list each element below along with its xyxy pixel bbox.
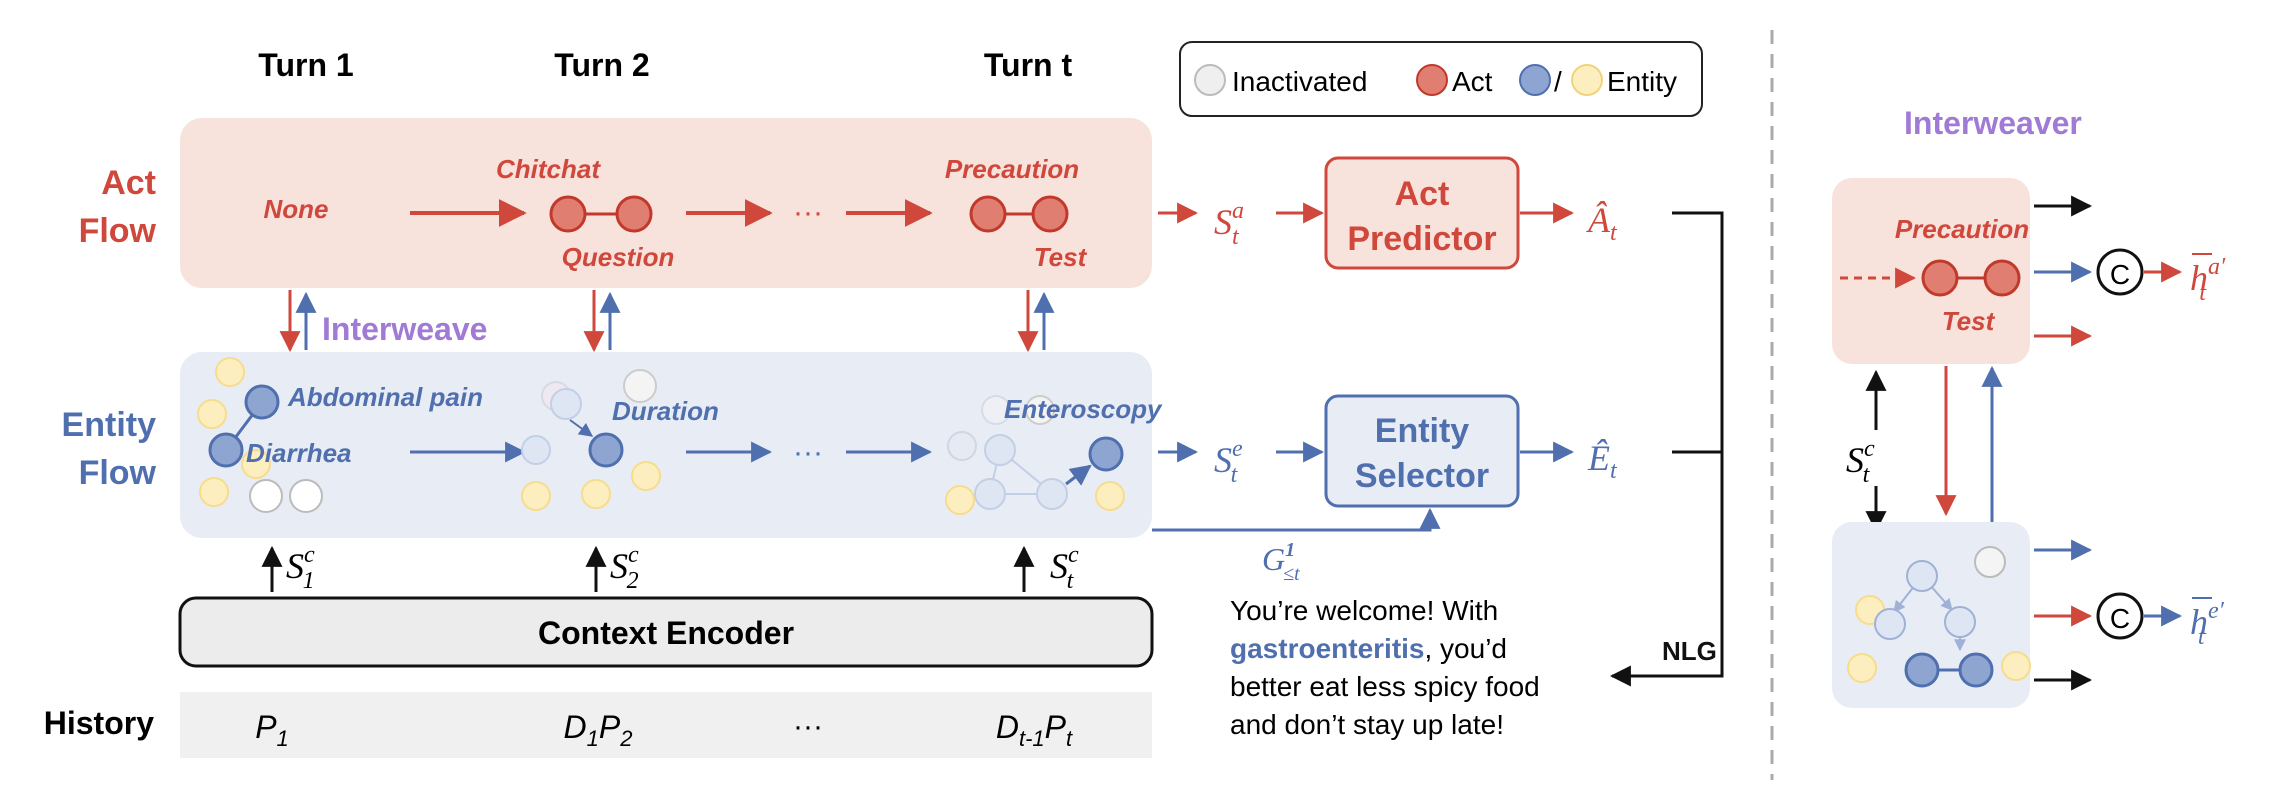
act-question: Question — [562, 242, 675, 272]
entity-selector-label-1: Entity — [1375, 412, 1470, 450]
act-test: Test — [1034, 242, 1088, 272]
legend: Inactivated Act / Entity — [1179, 41, 1703, 117]
entity-ellipsis: ··· — [793, 436, 823, 469]
iw-node-test — [1983, 259, 2021, 297]
concat-icon-entity — [2096, 592, 2144, 640]
state-g: G1≤t — [1262, 539, 1300, 585]
entity-node-enteroscopy — [1088, 436, 1124, 472]
entity-node-duration — [588, 432, 624, 468]
history-row — [180, 692, 1152, 758]
legend-slash: / — [1554, 66, 1562, 97]
entity-diarrhea: Diarrhea — [246, 438, 352, 468]
act-node-icon — [1416, 64, 1448, 96]
interweaver-title: Interweaver — [1904, 105, 2082, 141]
act-flow-panel — [180, 118, 1152, 288]
act-node-test — [1031, 195, 1069, 233]
history-dt-pt: Dt-1Pt — [996, 709, 1073, 751]
turn-2-header: Turn 2 — [554, 47, 649, 83]
response-highlight: gastroenteritis — [1230, 633, 1425, 664]
response-text: You’re welcome! With gastroenteritis, yo… — [1230, 595, 1540, 740]
act-node-question — [615, 195, 653, 233]
entity-enteroscopy: Enteroscopy — [1004, 394, 1163, 424]
entity-flow-label-2: Flow — [79, 454, 157, 492]
entity-duration: Duration — [612, 396, 719, 426]
act-predictor-box — [1324, 156, 1520, 270]
act-chitchat: Chitchat — [496, 154, 601, 184]
history-d1p2: D1P2 — [564, 709, 633, 751]
turn-t-header: Turn t — [984, 47, 1073, 83]
entity-graph-turn-t — [945, 395, 1125, 515]
history-p1: P1 — [255, 709, 289, 751]
context-encoder-label: Context Encoder — [538, 615, 794, 651]
act-node-precaution — [969, 195, 1007, 233]
output-e-hat: Êt — [1587, 438, 1618, 484]
entity-flow-panel — [180, 352, 1152, 538]
nlg-label: NLG — [1662, 636, 1717, 666]
entity-graph-turn-1 — [197, 357, 323, 513]
concat-label-act: C — [2110, 259, 2130, 290]
response-line-2: gastroenteritis, you’d — [1230, 633, 1507, 664]
entity-flow-label-1: Entity — [62, 406, 157, 444]
entity-node-abdominal-pain — [244, 384, 280, 420]
concat-icon-act — [2096, 248, 2144, 296]
act-flow-label-2: Flow — [79, 212, 157, 250]
act-none: None — [264, 194, 329, 224]
history-ellipsis: ··· — [793, 710, 823, 743]
response-line-3: better eat less spicy food — [1230, 671, 1540, 702]
turn-1-header: Turn 1 — [258, 47, 353, 83]
legend-inactivated: Inactivated — [1232, 66, 1367, 97]
act-predictor-label-2: Predictor — [1347, 220, 1496, 258]
context-encoder-box — [178, 596, 1154, 668]
entity-graph-turn-2 — [521, 369, 661, 511]
legend-act: Act — [1452, 66, 1493, 97]
iw-entity-graph — [1847, 546, 2031, 688]
legend-entity: Entity — [1607, 66, 1677, 97]
interweave-label: Interweave — [322, 311, 487, 347]
act-flow-label-1: Act — [101, 164, 156, 202]
iw-h-a: ha′t — [2190, 254, 2226, 306]
response-line-1: You’re welcome! With — [1230, 595, 1498, 626]
entity-node-diarrhea — [208, 432, 244, 468]
history-label: History — [44, 705, 154, 741]
inactivated-node-icon — [1194, 64, 1226, 96]
entity-selector-box — [1324, 394, 1520, 508]
entity-node-blue-icon — [1519, 64, 1551, 96]
iw-h-e: he′t — [2190, 598, 2225, 650]
entity-node-yellow-icon — [1571, 64, 1603, 96]
iw-precaution: Precaution — [1895, 214, 2029, 244]
iw-test: Test — [1942, 306, 1996, 336]
output-a-hat: Ât — [1586, 200, 1618, 246]
act-precaution: Precaution — [945, 154, 1079, 184]
concat-label-entity: C — [2110, 603, 2130, 634]
act-ellipsis: ··· — [793, 196, 823, 229]
entity-selector-label-2: Selector — [1355, 457, 1489, 495]
act-node-chitchat — [549, 195, 587, 233]
act-predictor-label-1: Act — [1395, 175, 1450, 213]
iw-node-precaution — [1921, 259, 1959, 297]
entity-abdominal-pain: Abdominal pain — [287, 382, 483, 412]
response-line-4: and don’t stay up late! — [1230, 709, 1504, 740]
